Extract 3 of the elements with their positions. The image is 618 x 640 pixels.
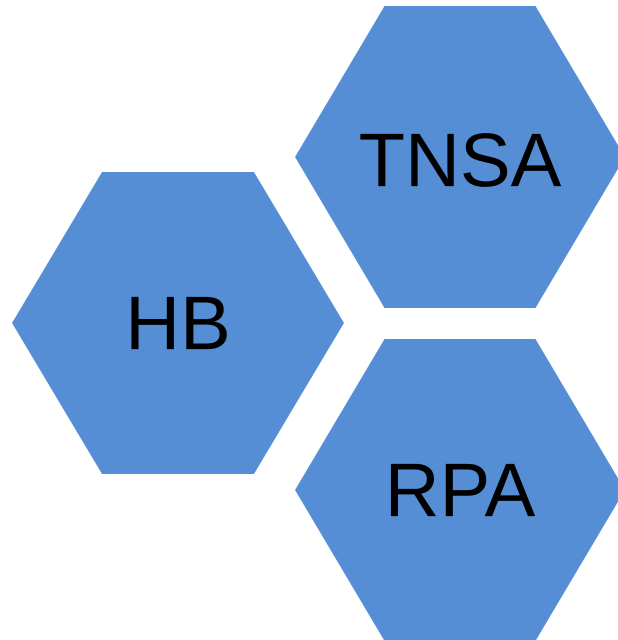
hexagon: HB [12, 172, 344, 474]
hexagon: RPA [295, 339, 618, 640]
hexagon: TNSA [295, 6, 618, 308]
